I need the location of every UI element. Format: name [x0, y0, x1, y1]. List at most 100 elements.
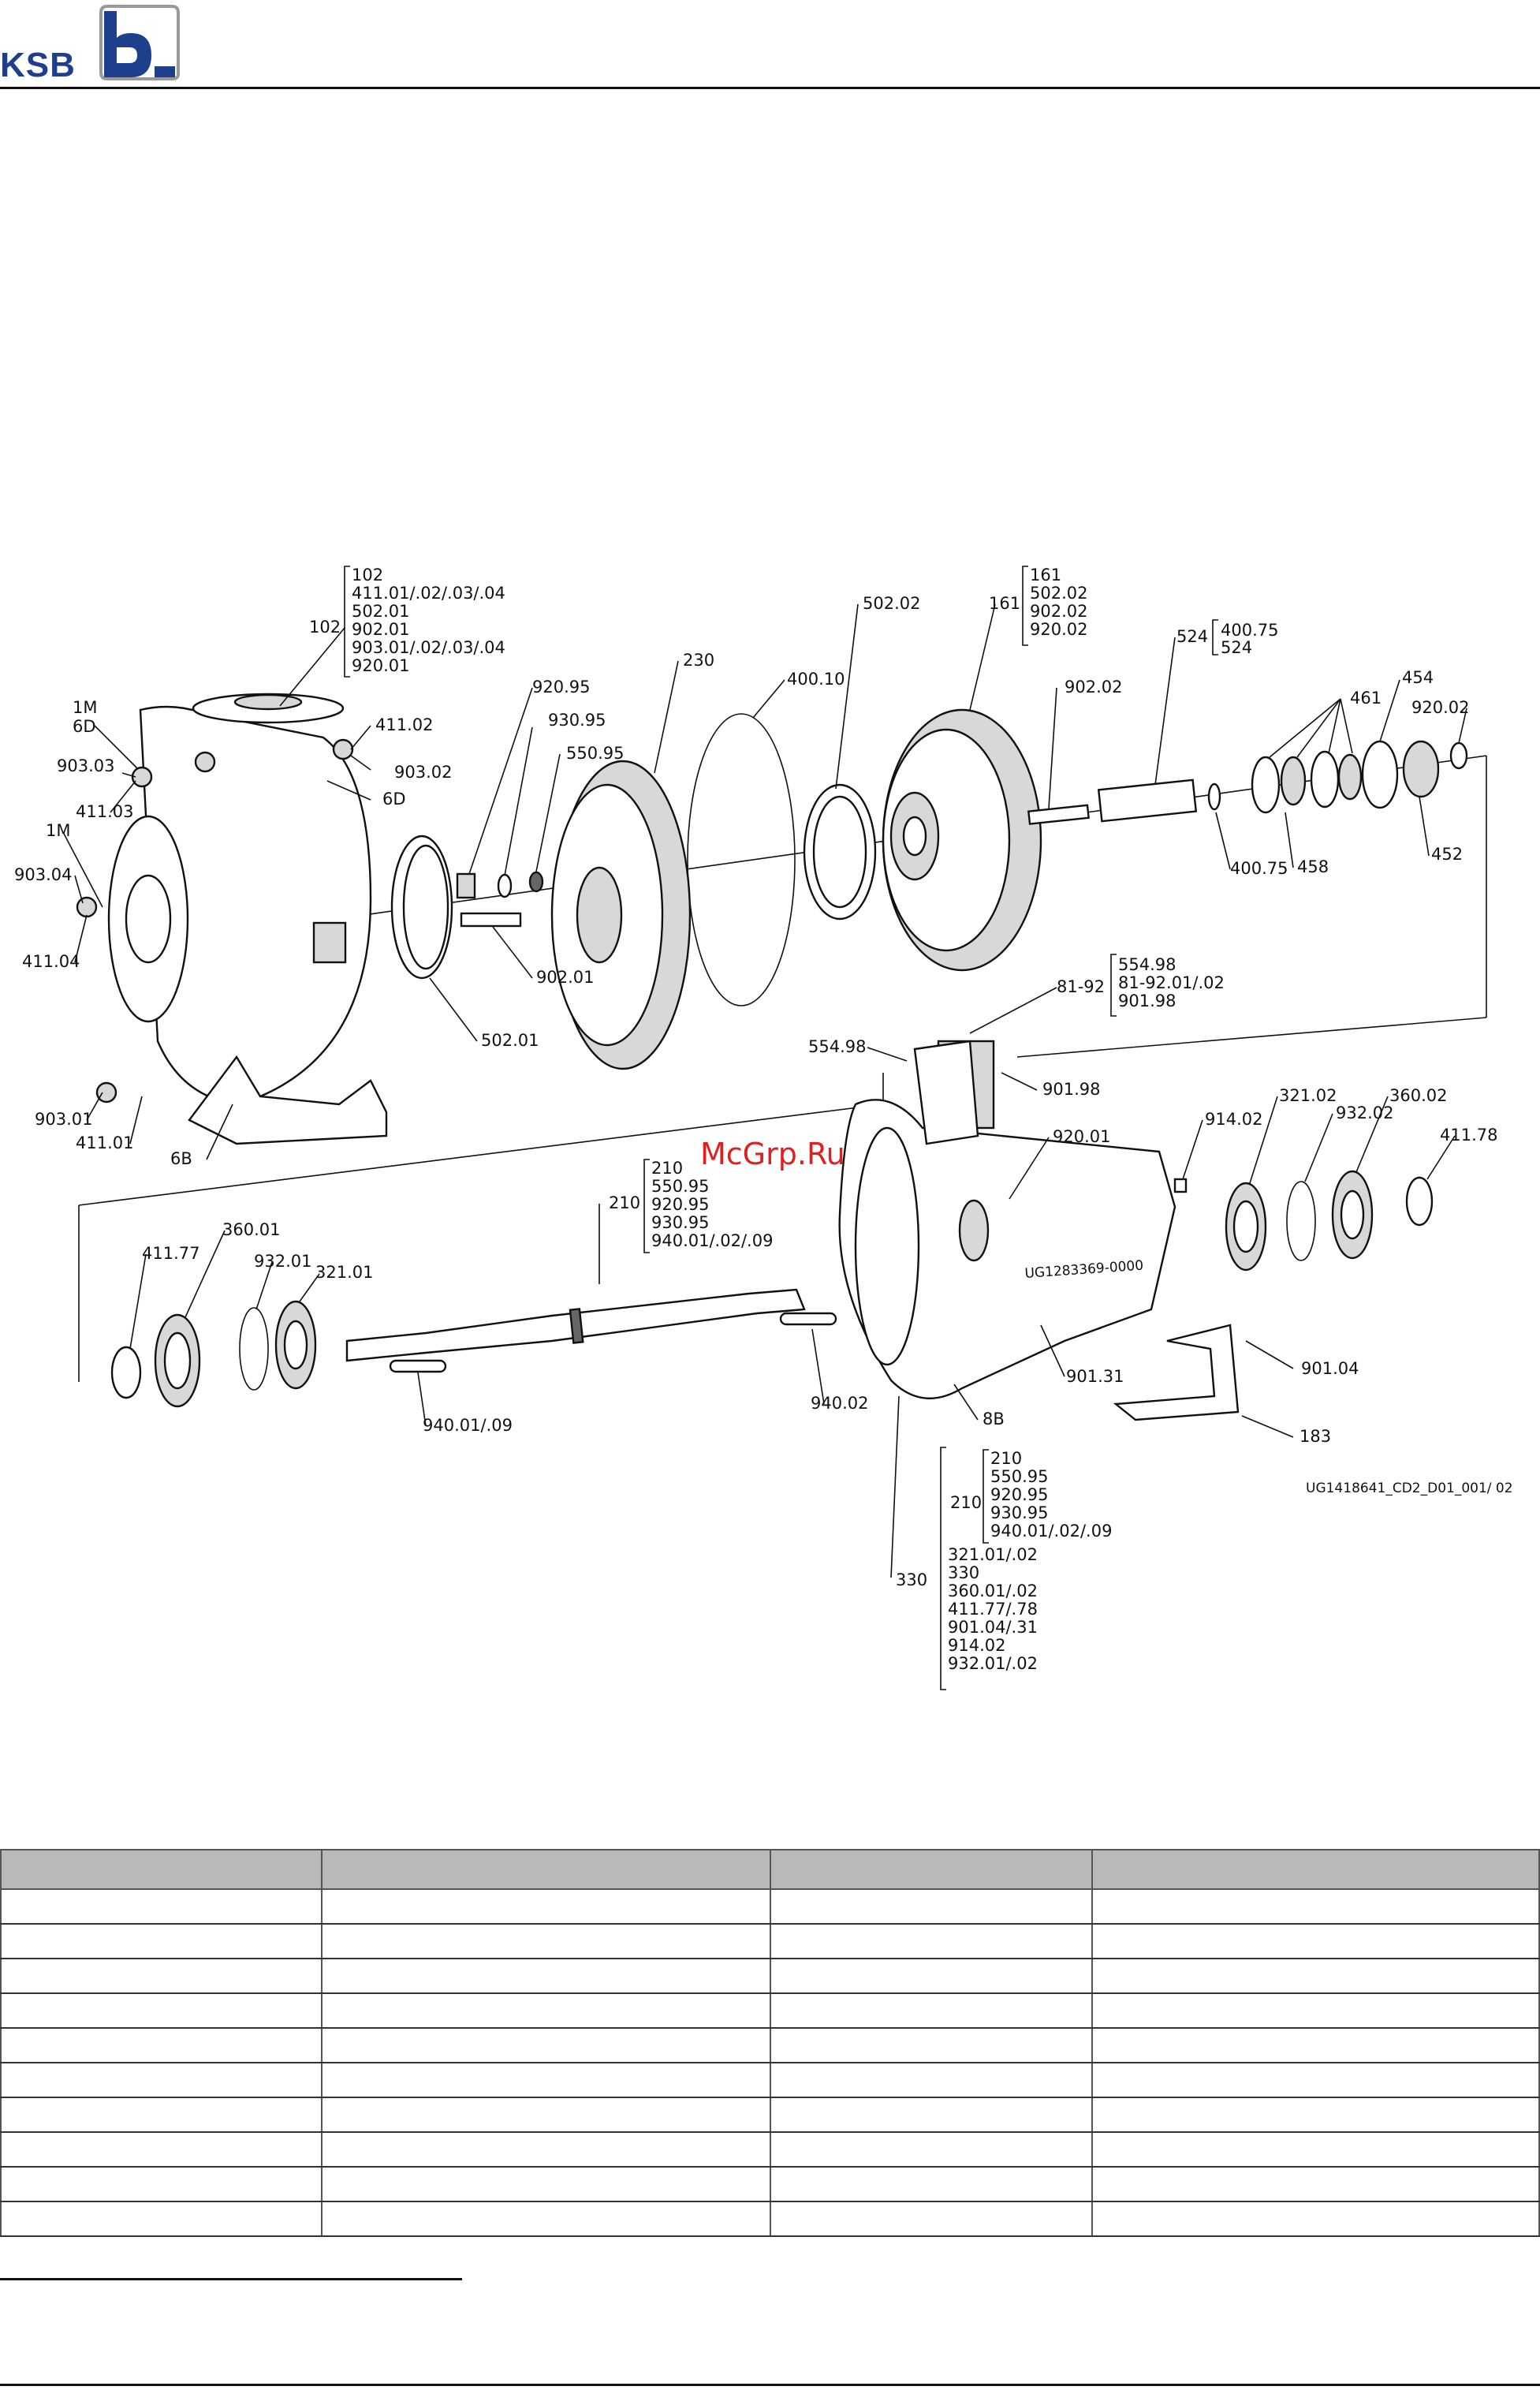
parts-table	[0, 1849, 1540, 2237]
callout: 230	[683, 651, 714, 670]
group-102-list: 102 411.01/.02/.03/.04 502.01 902.01 903…	[352, 566, 505, 675]
stud-902-02	[1027, 804, 1090, 825]
table-cell	[1091, 2063, 1540, 2098]
callout: 411.02	[375, 715, 433, 734]
group-item: 502.01	[352, 602, 409, 621]
callout: 6B	[170, 1149, 192, 1168]
table-cell	[769, 2063, 1093, 2098]
callout: 400.10	[787, 670, 845, 689]
group-item: 940.01/.02/.09	[990, 1522, 1112, 1540]
table-cell	[769, 1959, 1093, 1994]
callout: 901.98	[1042, 1080, 1100, 1099]
exploded-view-drawing: UG1283369-0000	[14, 566, 1513, 1690]
group-item: 930.95	[990, 1503, 1048, 1522]
impeller-230	[550, 760, 692, 1070]
callout: 102	[309, 618, 341, 637]
table-cell	[0, 2097, 323, 2133]
watermark: McGrp.Ru	[700, 1137, 845, 1171]
callout: 940.01/.09	[423, 1416, 513, 1435]
callout: 932.01	[254, 1252, 311, 1271]
group-item: 360.01/.02	[948, 1582, 1038, 1600]
group-item: 161	[1030, 566, 1061, 584]
group-524-list: 400.75 524	[1221, 621, 1278, 657]
callout: 210	[950, 1493, 982, 1512]
table-cell	[320, 2167, 771, 2202]
table-row	[0, 1889, 1540, 1925]
table-cell	[769, 2167, 1093, 2202]
group-item: 930.95	[651, 1213, 709, 1232]
group-item: 902.02	[1030, 602, 1087, 621]
table-header-cell	[1091, 1849, 1540, 1890]
table-cell	[0, 2028, 323, 2063]
group-item: 210	[651, 1159, 683, 1178]
ksb-logo-text: KSB	[0, 46, 76, 84]
group-81-92-list: 554.98 81-92.01/.02 901.98	[1118, 955, 1225, 1010]
callout: 8B	[983, 1410, 1005, 1428]
table-cell	[0, 2201, 323, 2237]
table-cell	[320, 1993, 771, 2029]
group-item: 902.01	[352, 620, 409, 639]
group-item: 920.95	[990, 1485, 1048, 1504]
callout-labels: 102 230 400.10 502.02 161 902.02 524 454…	[14, 594, 1497, 1589]
table-cell	[1091, 1924, 1540, 1959]
table-cell	[769, 1924, 1093, 1959]
callout: 1M	[73, 698, 97, 717]
callout: 321.02	[1279, 1086, 1337, 1105]
table-row	[0, 2132, 1540, 2168]
group-item: 411.77/.78	[948, 1600, 1038, 1619]
header-rule	[0, 87, 1540, 89]
table-row	[0, 2063, 1540, 2098]
callout: 502.02	[863, 594, 920, 613]
table-cell	[320, 2063, 771, 2098]
callout: 920.02	[1411, 698, 1469, 717]
group-item: 210	[990, 1449, 1022, 1468]
table-cell	[1091, 2167, 1540, 2202]
table-cell	[0, 2132, 323, 2168]
table-cell	[769, 2132, 1093, 2168]
table-header-row	[0, 1849, 1540, 1890]
callout: 210	[609, 1193, 640, 1212]
group-item: 400.75	[1221, 621, 1278, 640]
callout: 903.03	[57, 756, 114, 775]
group-item: 903.01/.02/.03/.04	[352, 638, 505, 657]
table-cell	[1091, 1993, 1540, 2029]
table-cell	[769, 1889, 1093, 1925]
callout: 920.01	[1053, 1127, 1110, 1146]
callout: 454	[1402, 668, 1434, 687]
group-item: 901.04/.31	[948, 1618, 1038, 1637]
group-item: 550.95	[990, 1467, 1048, 1486]
callout: 458	[1297, 857, 1329, 876]
group-brackets	[344, 566, 1218, 1690]
callout: 360.01	[222, 1220, 280, 1239]
table-row	[0, 1993, 1540, 2029]
callout: 461	[1350, 689, 1382, 708]
callout: 6D	[382, 790, 406, 808]
table-row	[0, 2201, 1540, 2237]
callout: 901.31	[1066, 1367, 1124, 1386]
table-row	[0, 2028, 1540, 2063]
group-330-list: 321.01/.02 330 360.01/.02 411.77/.78 901…	[948, 1545, 1038, 1673]
table-cell	[320, 2132, 771, 2168]
group-item: 411.01/.02/.03/.04	[352, 584, 505, 603]
callout: 411.01	[76, 1133, 133, 1152]
callout: 903.04	[14, 865, 72, 884]
shaft-sleeve-524	[1097, 779, 1198, 823]
ksb-logo-icon	[99, 5, 180, 80]
group-item: 81-92.01/.02	[1118, 973, 1225, 992]
group-item: 914.02	[948, 1636, 1005, 1655]
wear-ring-502-02	[803, 783, 877, 921]
table-cell	[320, 2201, 771, 2237]
table-cell	[1091, 1959, 1540, 1994]
group-210-list: 210 550.95 920.95 930.95 940.01/.02/.09	[651, 1159, 773, 1250]
group-330-inner-list: 210 550.95 920.95 930.95 940.01/.02/.09	[990, 1449, 1112, 1540]
shaft-210	[345, 1288, 837, 1373]
callout: 550.95	[566, 744, 624, 763]
callout: 902.02	[1065, 678, 1122, 696]
callout: 932.02	[1336, 1104, 1393, 1122]
callout: 930.95	[548, 711, 606, 730]
table-cell	[320, 2097, 771, 2133]
callout: 940.02	[811, 1394, 868, 1413]
table-cell	[1091, 2201, 1540, 2237]
callout: 524	[1176, 627, 1208, 646]
callout: 411.78	[1440, 1126, 1497, 1145]
